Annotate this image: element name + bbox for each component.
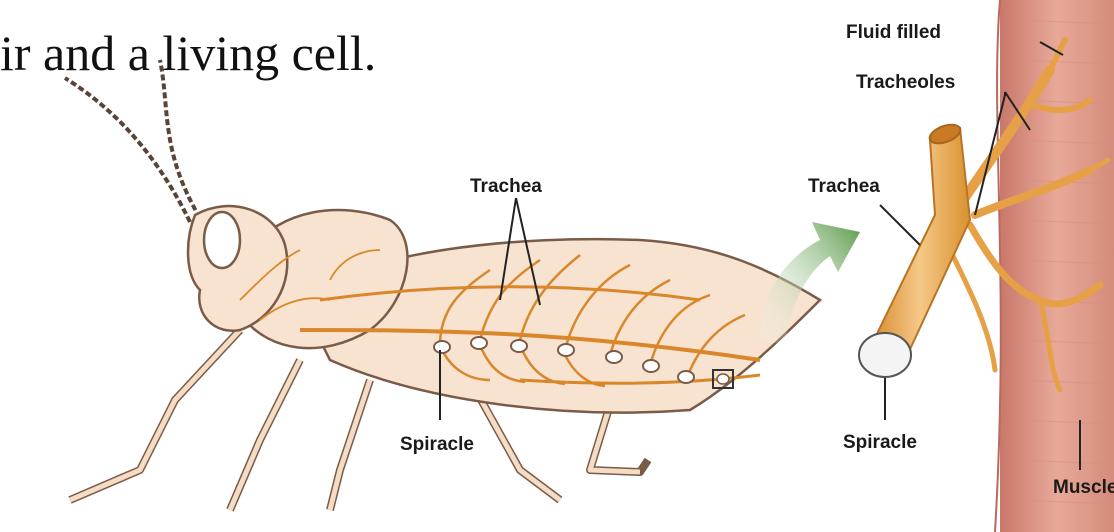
leg-fill — [330, 380, 370, 510]
label-spiracle-insect: Spiracle — [400, 434, 474, 455]
antenna — [160, 60, 200, 218]
label-trachea-detail: Trachea — [808, 176, 880, 197]
spiracle-opening — [678, 371, 694, 383]
spiracle-opening — [434, 341, 450, 353]
spiracle-opening — [606, 351, 622, 363]
middle-leg-fill — [230, 360, 300, 510]
label-fluid-filled: Fluid filled — [846, 22, 941, 43]
label-muscle: Muscle — [1053, 477, 1114, 498]
spiracle-opening — [558, 344, 574, 356]
magnify-arrow — [760, 222, 860, 345]
front-leg-fill — [70, 330, 240, 500]
spiracle-opening — [471, 337, 487, 349]
eye — [204, 212, 240, 268]
spiracle-opening — [643, 360, 659, 372]
label-trachea-insect: Trachea — [470, 176, 542, 197]
muscle-tissue — [1000, 0, 1114, 532]
spiracle-end-opening — [859, 333, 911, 377]
label-tracheoles: Tracheoles — [856, 72, 955, 93]
spiracle-opening — [511, 340, 527, 352]
label-spiracle-detail: Spiracle — [843, 432, 917, 453]
